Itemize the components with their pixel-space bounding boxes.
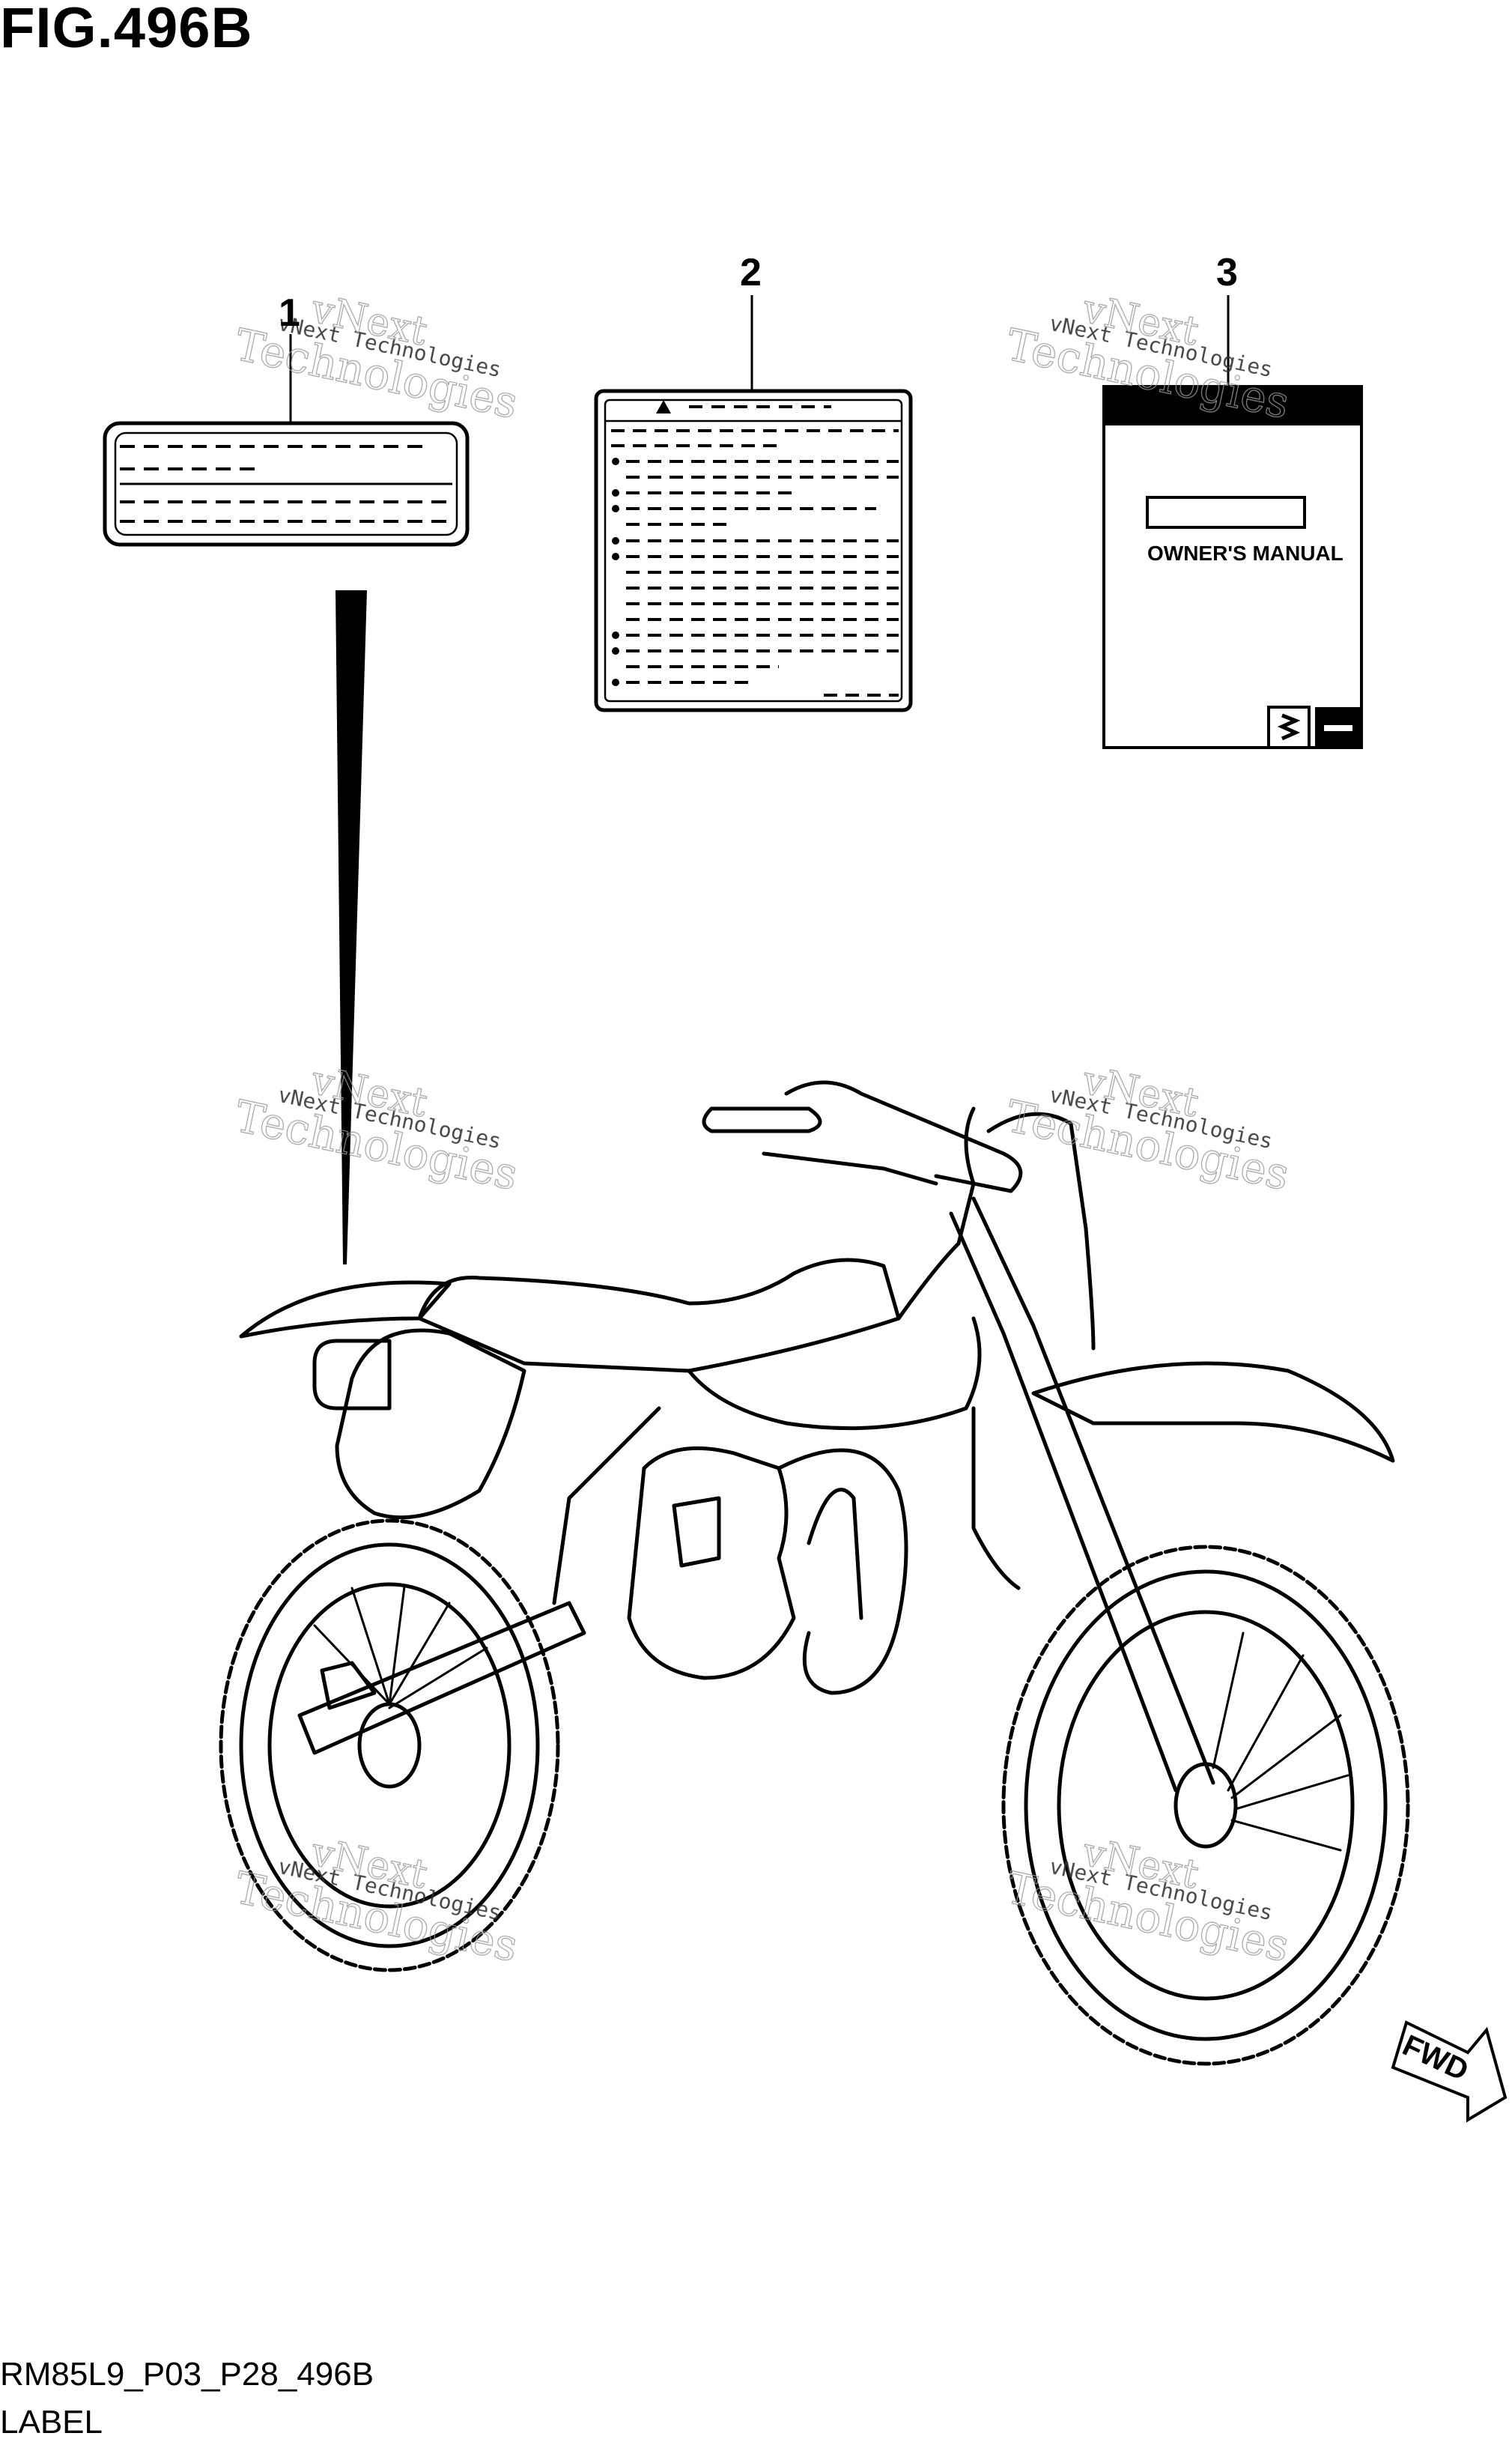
motorcycle [219,1080,1410,2066]
callout-2: 2 [740,251,762,294]
part-name: LABEL [0,2404,103,2441]
manufacturer-logo-icon [1267,706,1311,749]
owners-manual: OWNER'S MANUAL [1102,385,1363,749]
label-location-pointer [336,590,367,1264]
label-2 [594,389,913,712]
part-code: RM85L9_P03_P28_496B [0,2356,374,2393]
figure-title: FIG.496B [0,0,253,60]
callout-3: 3 [1216,251,1238,294]
manual-title: OWNER'S MANUAL [1147,542,1344,565]
label-1 [103,421,470,547]
leader-lines [289,295,1230,423]
warning-triangle-icon [656,400,671,413]
callout-1: 1 [279,291,300,335]
fwd-arrow-icon: FWD [1391,2020,1508,2123]
